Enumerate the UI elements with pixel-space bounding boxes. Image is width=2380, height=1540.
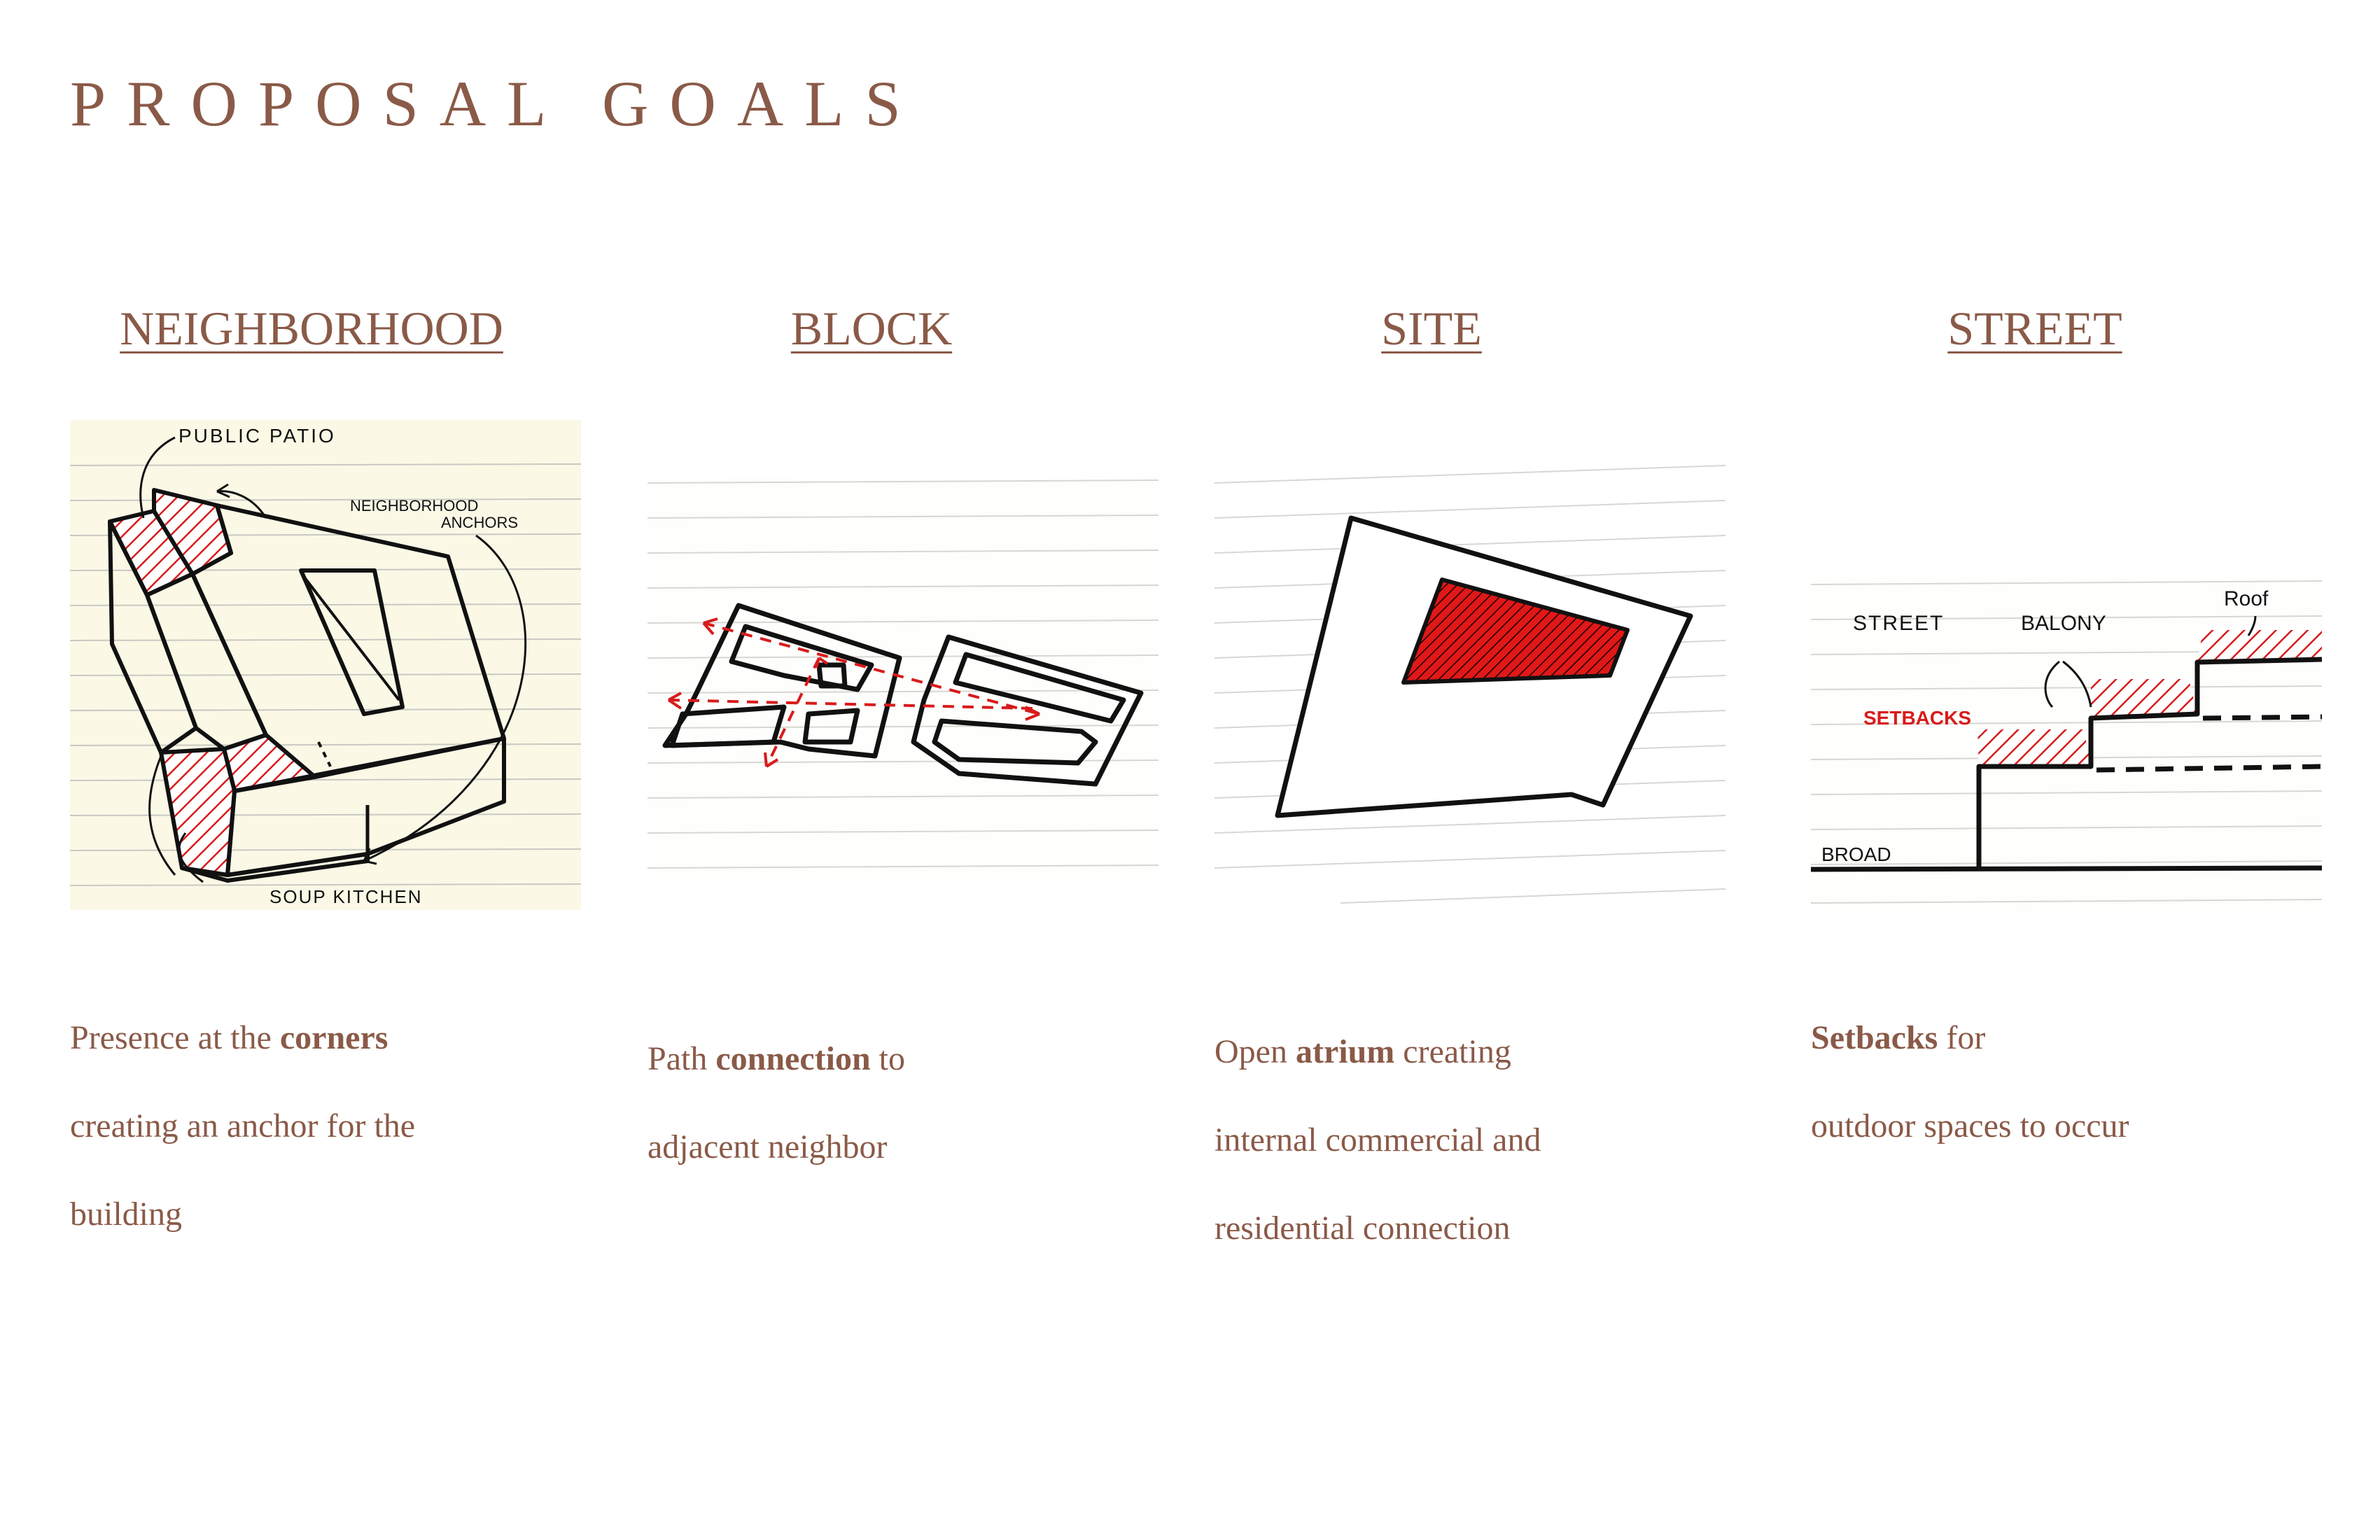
annotation-anchors: ANCHORS xyxy=(441,514,518,531)
description-line: Presence at the corners xyxy=(70,994,574,1082)
description-line: Path connection to xyxy=(648,1015,1152,1103)
description-line: internal commercial and xyxy=(1214,1096,1718,1184)
goal-block: BLOCK xyxy=(648,0,1158,1540)
goal-heading-street: STREET xyxy=(1779,301,2290,356)
goal-site: SITE Open atrium creating internal comme… xyxy=(1214,0,1726,1540)
block-sketch xyxy=(648,413,1158,917)
goal-heading-neighborhood: NEIGHBORHOOD xyxy=(56,301,567,356)
neighborhood-sketch: PUBLIC PATIO NEIGHBORHOOD ANCHORS SOUP K… xyxy=(70,413,581,917)
goal-heading-block: BLOCK xyxy=(616,301,1127,356)
annotation-public-patio: PUBLIC PATIO xyxy=(178,425,336,447)
annotation-broad: BROAD xyxy=(1821,844,1891,865)
description-line: creating an anchor for the xyxy=(70,1082,574,1170)
annotation-roof: Roof xyxy=(2224,587,2269,610)
goal-heading-site: SITE xyxy=(1176,301,1687,356)
description-line: residential connection xyxy=(1214,1184,1718,1273)
description-line: adjacent neighbor xyxy=(648,1103,1152,1191)
description-line: Setbacks for xyxy=(1811,994,2315,1082)
annotation-neighborhood: NEIGHBORHOOD xyxy=(350,497,478,514)
annotation-soup-kitchen: SOUP KITCHEN xyxy=(270,886,423,907)
goal-description-neighborhood: Presence at the corners creating an anch… xyxy=(70,994,574,1259)
annotation-setbacks: SETBACKS xyxy=(1863,707,1971,729)
goal-description-street: Setbacks for outdoor spaces to occur xyxy=(1811,994,2315,1170)
street-sketch: STREET BALONY Roof SETBACKS BROAD xyxy=(1811,413,2322,917)
goal-description-site: Open atrium creating internal commercial… xyxy=(1214,1008,1718,1273)
description-line: Open atrium creating xyxy=(1214,1008,1718,1096)
description-line: building xyxy=(70,1170,574,1259)
goal-street: STREET STREET BALONY Roof xyxy=(1811,0,2322,1540)
site-sketch xyxy=(1214,413,1726,917)
goal-neighborhood: NEIGHBORHOOD xyxy=(70,0,581,1540)
description-line: outdoor spaces to occur xyxy=(1811,1082,2315,1170)
goal-description-block: Path connection to adjacent neighbor xyxy=(648,1015,1152,1191)
annotation-street: STREET xyxy=(1853,612,1944,635)
annotation-balcony: BALONY xyxy=(2021,612,2106,635)
